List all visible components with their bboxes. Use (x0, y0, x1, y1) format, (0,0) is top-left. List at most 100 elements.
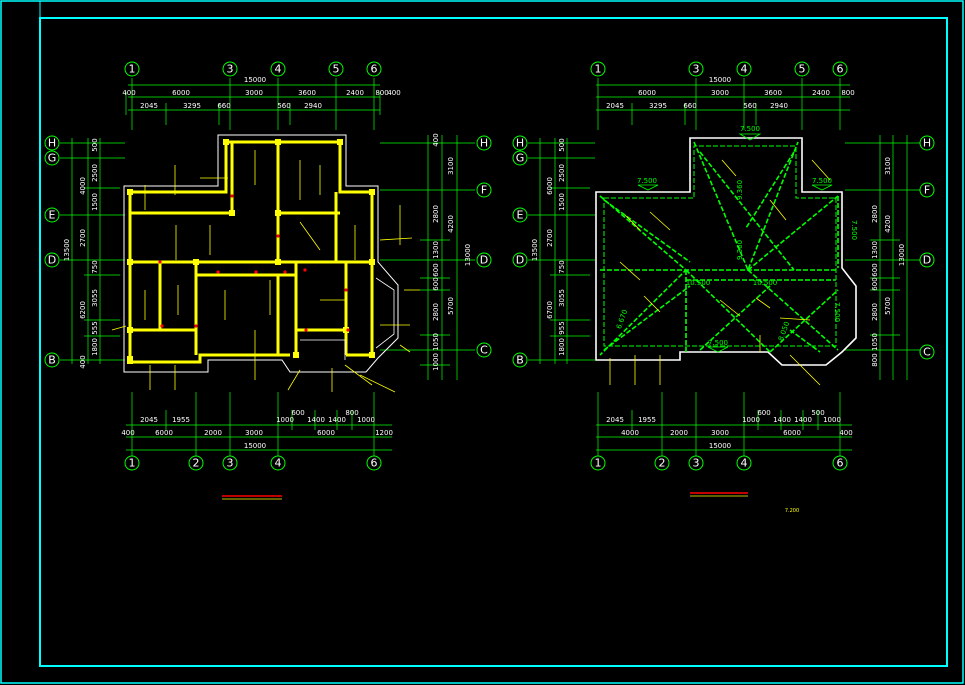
dim-bottom-row2-3: 3000 (245, 429, 263, 437)
dim-bottom-row2-1: 6000 (155, 429, 173, 437)
elevation-label: 9.360 (736, 240, 744, 260)
dim-top-total: 15000 (244, 76, 266, 84)
grid-bubble-left-D: D (44, 252, 60, 268)
dim-right-row2-3: 600 (871, 277, 879, 290)
elevation-markers (637, 133, 833, 353)
dim-bottom-row1-2: 600 (291, 409, 304, 417)
svg-text:1: 1 (129, 457, 136, 470)
dim-top-row2-3: 560 (277, 102, 290, 110)
dim-left-row1-2: 6700 (546, 301, 554, 319)
svg-text:D: D (48, 254, 56, 267)
dim-left-row2-5: 955 (558, 321, 566, 334)
grid-bubble-right-F: F (919, 182, 935, 198)
dim-left-row2-6: 1800 (91, 338, 99, 356)
right-axis-bubbles: H F D C (476, 135, 492, 358)
svg-text:2: 2 (659, 457, 666, 470)
grid-bubble-bottom-6: 6 (832, 455, 848, 471)
dim-bottom-row1-2: 600 (757, 409, 770, 417)
dim-bottom-row1-3: 1400 (773, 416, 791, 424)
red-markers (158, 194, 350, 332)
svg-text:H: H (923, 137, 931, 150)
dim-right-row1-0: 3100 (447, 157, 455, 175)
svg-text:5: 5 (799, 63, 806, 76)
grid-bubble-bottom-1: 1 (590, 455, 606, 471)
dim-left-row2-5: 555 (91, 321, 99, 334)
top-dimensions (125, 78, 381, 130)
svg-text:6: 6 (371, 457, 378, 470)
grid-bubble-left-B: B (512, 352, 528, 368)
bottom-axis-bubbles: 1 2 3 4 6 (124, 455, 382, 471)
svg-text:3: 3 (693, 457, 700, 470)
dim-left-row2-4: 3055 (558, 289, 566, 307)
svg-text:4: 4 (275, 63, 282, 76)
dim-top-row1-0: 6000 (638, 89, 656, 97)
dim-left-row2-1: 2500 (91, 164, 99, 182)
inner-frame (39, 17, 948, 667)
grid-bubble-bottom-2: 2 (654, 455, 670, 471)
grid-bubble-right-H: H (919, 135, 935, 151)
dim-top-row1-0: 400 (122, 89, 135, 97)
dim-bottom-row2-0: 4000 (621, 429, 639, 437)
elevation-label: 7.500 (850, 220, 858, 240)
dim-left-row1-0: 4000 (79, 177, 87, 195)
svg-text:1: 1 (595, 457, 602, 470)
svg-text:5: 5 (333, 63, 340, 76)
dim-right-total: 13000 (898, 244, 906, 266)
right-axis-bubbles: H F D C (919, 135, 935, 360)
dim-top-row1-1: 3000 (711, 89, 729, 97)
dim-right-row2-3: 600 (432, 263, 440, 276)
svg-text:H: H (516, 137, 524, 150)
dim-bottom-row2-2: 2000 (204, 429, 222, 437)
dim-right-row1-2: 5700 (884, 297, 892, 315)
leader-lines (111, 150, 420, 393)
walls (128, 140, 374, 364)
dim-left-total: 13500 (63, 239, 71, 261)
dim-left-row2-3: 750 (91, 260, 99, 273)
bottom-dimensions (126, 392, 392, 456)
dim-bottom-row1-1: 1955 (172, 416, 190, 424)
dim-left-row2-2: 1500 (558, 193, 566, 211)
dim-left-row1-1: 2700 (79, 229, 87, 247)
dim-left-row2-1: 2500 (558, 164, 566, 182)
dim-left-row2-6: 1800 (558, 338, 566, 356)
dim-bottom-row1-6: 1000 (357, 416, 375, 424)
title-underline-right (690, 492, 748, 497)
left-dimensions (528, 138, 595, 364)
dim-bottom-row2-1: 2000 (670, 429, 688, 437)
svg-text:E: E (49, 209, 56, 222)
elevation-label: 9.360 (736, 180, 744, 200)
right-dimensions (845, 135, 920, 380)
bottom-axis-bubbles: 1 2 3 4 6 (590, 455, 848, 471)
svg-text:C: C (480, 344, 488, 357)
grid-bubble-bottom-1: 1 (124, 455, 140, 471)
dim-bottom-row1-0: 2045 (140, 416, 158, 424)
dim-top-row2-1: 3295 (183, 102, 201, 110)
dim-bottom-row2-4: 6000 (783, 429, 801, 437)
dim-left-row2-4: 3055 (91, 289, 99, 307)
grid-bubble-right-D: D (919, 252, 935, 268)
top-dimensions (596, 78, 850, 130)
dim-left-row2-2: 1500 (91, 193, 99, 211)
svg-text:1: 1 (595, 63, 602, 76)
grid-bubble-right-H: H (476, 135, 492, 151)
svg-text:3: 3 (227, 457, 234, 470)
dim-right-row2-0: 2800 (871, 205, 879, 223)
dim-bottom-row2-5: 400 (839, 429, 852, 437)
bay-window (300, 277, 395, 360)
top-axis-bubbles: 1 3 4 5 6 (590, 61, 848, 77)
grid-bubble-left-E: E (44, 207, 60, 223)
grid-bubble-bottom-4: 4 (736, 455, 752, 471)
grid-bubble-right-D: D (476, 252, 492, 268)
svg-text:F: F (924, 184, 930, 197)
dim-right-row2-5: 2800 (432, 303, 440, 321)
dim-right-row2-1: 2800 (432, 205, 440, 223)
svg-text:E: E (517, 209, 524, 222)
svg-text:3: 3 (227, 63, 234, 76)
grid-bubble-right-F: F (476, 182, 492, 198)
svg-text:H: H (480, 137, 488, 150)
dim-top-row2-1: 3295 (649, 102, 667, 110)
dim-top-row2-2: 660 (217, 102, 230, 110)
left-axis-bubbles: H G E D B (44, 135, 60, 368)
roof-outline-inner (603, 145, 837, 347)
